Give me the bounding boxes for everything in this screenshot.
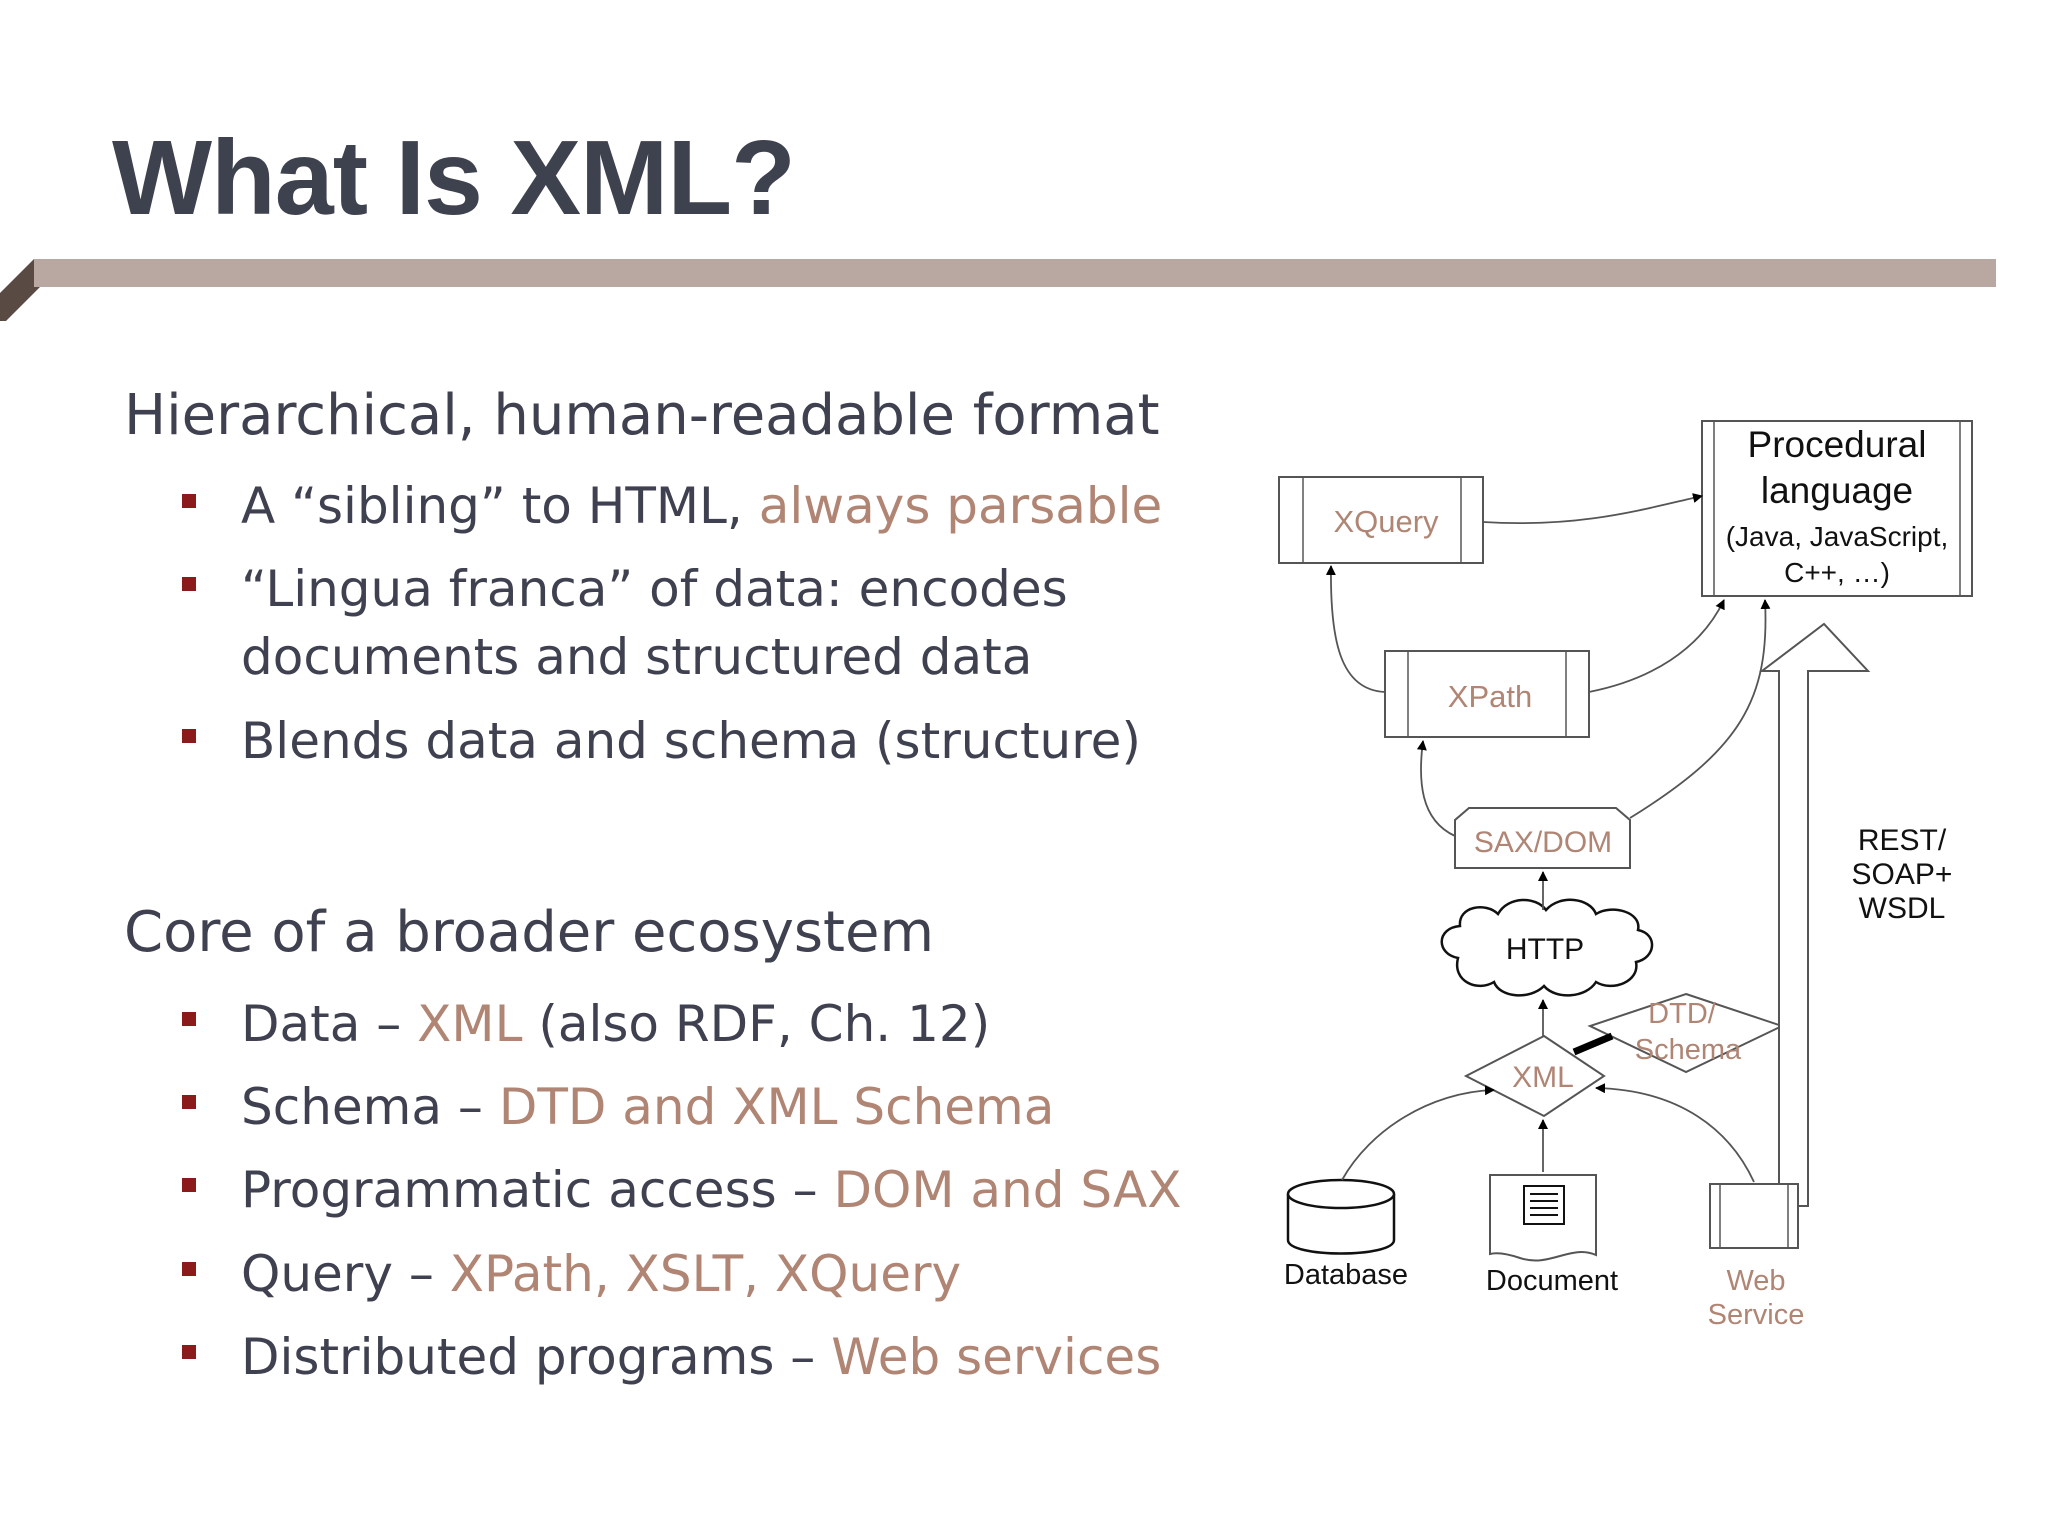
bullet-text: Programmatic access – xyxy=(241,1161,834,1219)
bullet-accent: DOM and SAX xyxy=(833,1161,1182,1219)
rest-soap-arrow xyxy=(1759,622,1871,1207)
bullet-programmatic: Programmatic access – DOM and SAX xyxy=(241,1156,1181,1224)
document-label: Document xyxy=(1486,1265,1618,1297)
dtd-label-line2: Schema xyxy=(1635,1034,1742,1066)
bullet-accent: always parsable xyxy=(758,477,1163,535)
xml-label: XML xyxy=(1512,1061,1574,1094)
web-service-label-line2: Service xyxy=(1708,1299,1805,1331)
bullet-marker xyxy=(182,1012,196,1026)
rest-label-line1: REST/ xyxy=(1858,824,1947,857)
section1-heading: Hierarchical, human-readable format xyxy=(124,383,1160,448)
procedural-language-node: Procedural language (Java, JavaScript, C… xyxy=(1701,420,1973,597)
rule-corner-tab xyxy=(0,259,40,321)
web-service-label-line1: Web xyxy=(1726,1265,1785,1297)
bullet-marker xyxy=(182,1095,196,1109)
xpath-node: XPath xyxy=(1384,650,1590,738)
saxdom-node: SAX/DOM xyxy=(1454,807,1631,869)
dtd-label-line1: DTD/ xyxy=(1648,998,1717,1030)
bullet-accent: DTD and XML Schema xyxy=(498,1078,1055,1136)
bullet-distributed: Distributed programs – Web services xyxy=(241,1323,1161,1391)
bullet-blends: Blends data and schema (structure) xyxy=(241,712,1141,770)
bullet-data: Data – XML (also RDF, Ch. 12) xyxy=(241,990,990,1058)
bullet-marker xyxy=(182,1178,196,1192)
bullet-accent: Web services xyxy=(831,1328,1162,1386)
bullet-text: Query – xyxy=(241,1245,450,1303)
bullet-accent: XML xyxy=(417,995,523,1053)
bullet-schema: Schema – DTD and XML Schema xyxy=(241,1073,1054,1141)
dtd-schema-node: DTD/ Schema xyxy=(1587,992,1785,1074)
database-icon: Database xyxy=(1284,1178,1408,1291)
http-label: HTTP xyxy=(1506,933,1584,966)
http-cloud-node: HTTP xyxy=(1440,898,1654,997)
xml-node: XML xyxy=(1463,1034,1606,1118)
bullet-text: Distributed programs – xyxy=(241,1328,832,1386)
section2-heading: Core of a broader ecosystem xyxy=(124,900,935,965)
bullet-marker xyxy=(182,1262,196,1276)
xpath-label: XPath xyxy=(1448,679,1532,714)
bullet-text: Schema – xyxy=(241,1078,499,1136)
procedural-line4: C++, …) xyxy=(1784,557,1890,588)
saxdom-label: SAX/DOM xyxy=(1474,826,1612,859)
web-service-icon: Web Service xyxy=(1708,1183,1805,1331)
bullet-marker xyxy=(182,494,196,508)
bullet-marker xyxy=(182,1345,196,1359)
procedural-line3: (Java, JavaScript, xyxy=(1726,521,1949,552)
xquery-label: XQuery xyxy=(1333,504,1439,539)
bullet-sibling: A “sibling” to HTML, always parsable xyxy=(241,472,1162,540)
title-rule xyxy=(34,259,1996,287)
bullet-text: (also RDF, Ch. 12) xyxy=(522,995,991,1053)
bullet-marker xyxy=(182,729,196,743)
schema-link xyxy=(1572,1032,1614,1056)
bullet-accent: XPath, XSLT, XQuery xyxy=(449,1245,962,1303)
procedural-line2: language xyxy=(1761,470,1913,511)
bullet-lingua-franca-line2: documents and structured data xyxy=(241,628,1033,686)
bullet-lingua-franca-line1: “Lingua franca” of data: encodes xyxy=(241,560,1068,618)
slide-title: What Is XML? xyxy=(112,119,796,237)
procedural-line1: Procedural xyxy=(1748,424,1927,465)
bullet-query: Query – XPath, XSLT, XQuery xyxy=(241,1240,961,1308)
rest-label-line2: SOAP+ xyxy=(1852,858,1953,891)
xquery-node: XQuery xyxy=(1278,476,1484,564)
bullet-text: Data – xyxy=(241,995,418,1053)
bullet-marker xyxy=(182,577,196,591)
rest-label-line3: WSDL xyxy=(1859,892,1946,925)
diagram-connectors xyxy=(1325,493,1771,1183)
bullet-text: A “sibling” to HTML, xyxy=(241,477,759,535)
database-label: Database xyxy=(1284,1259,1408,1291)
document-icon: Document xyxy=(1486,1174,1618,1297)
